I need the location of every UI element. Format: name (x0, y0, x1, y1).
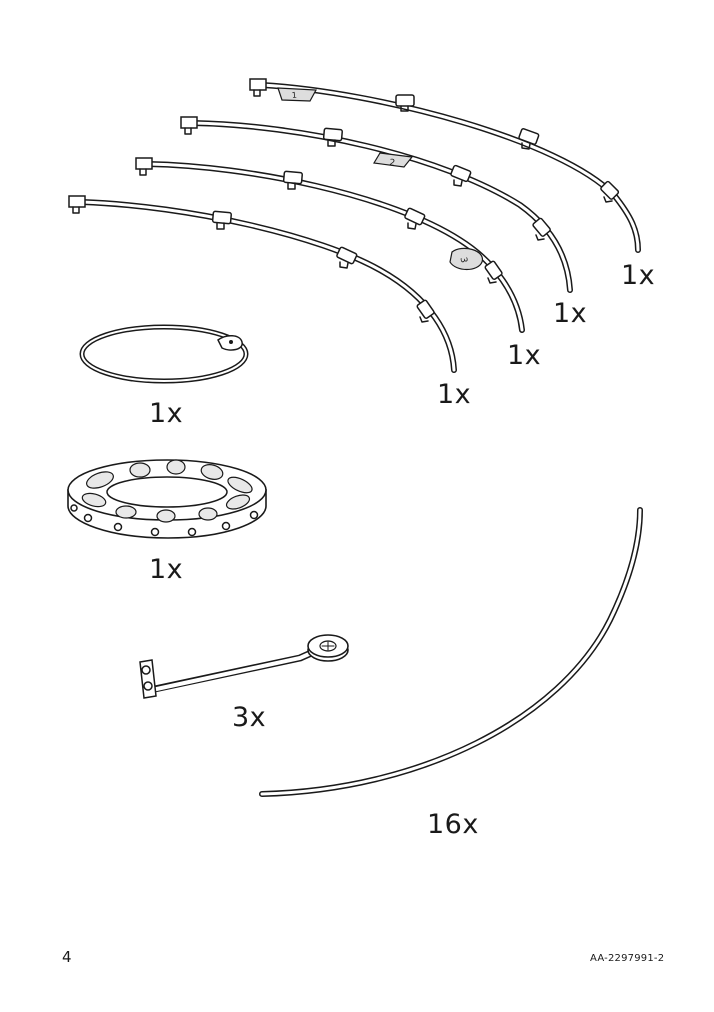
arm-marked-2: 2 (180, 116, 573, 293)
marker-tag-1 (277, 87, 317, 102)
quantity-label-arm-marked-3: 1x (507, 340, 542, 371)
end-cap-icon (249, 78, 267, 91)
marker-tag-2 (373, 152, 414, 168)
joint-icon (532, 217, 551, 241)
end-cap-icon (68, 195, 86, 208)
joint-icon (518, 128, 540, 150)
quantity-label-arm-marked-2: 1x (553, 298, 588, 329)
end-cap-icon (135, 157, 153, 170)
hub-holes (70, 504, 259, 537)
svg-text:1: 1 (291, 91, 297, 100)
bolt-icon (141, 665, 151, 675)
joint-icon (211, 210, 232, 230)
marker-tag-3 (449, 247, 483, 271)
joint-icon (395, 94, 415, 112)
wire-ring (79, 324, 249, 384)
joint-icon (416, 299, 435, 323)
quantity-label-arm-marked-1: 1x (621, 260, 656, 291)
svg-text:3: 3 (458, 256, 469, 263)
bracket-with-disc (139, 634, 349, 699)
joint-icon (282, 170, 303, 190)
quantity-label-bracket: 3x (232, 702, 267, 733)
joint-icon (600, 180, 620, 203)
document-id: AA-2297991-2 (590, 953, 665, 964)
arm-4-joint (68, 195, 457, 373)
quantity-label-hub-ring: 1x (149, 554, 184, 585)
bolt-icon (143, 681, 153, 691)
joint-icon (484, 260, 503, 284)
joint-icon (450, 164, 472, 187)
svg-text:2: 2 (389, 158, 396, 169)
quantity-label-wire-ring: 1x (149, 398, 184, 429)
hub-ring (67, 459, 267, 539)
joint-icon (404, 207, 426, 230)
quantity-label-arm-4-joint: 1x (437, 379, 472, 410)
quantity-label-curved-rod: 16x (427, 809, 479, 840)
joint-icon (322, 127, 343, 147)
page-number: 4 (62, 948, 72, 966)
curved-rod (259, 507, 643, 797)
arm-marked-1: 1 (249, 78, 641, 253)
arm-marked-3: 3 (135, 157, 525, 333)
joint-icon (336, 246, 358, 269)
end-cap-icon (180, 116, 198, 129)
